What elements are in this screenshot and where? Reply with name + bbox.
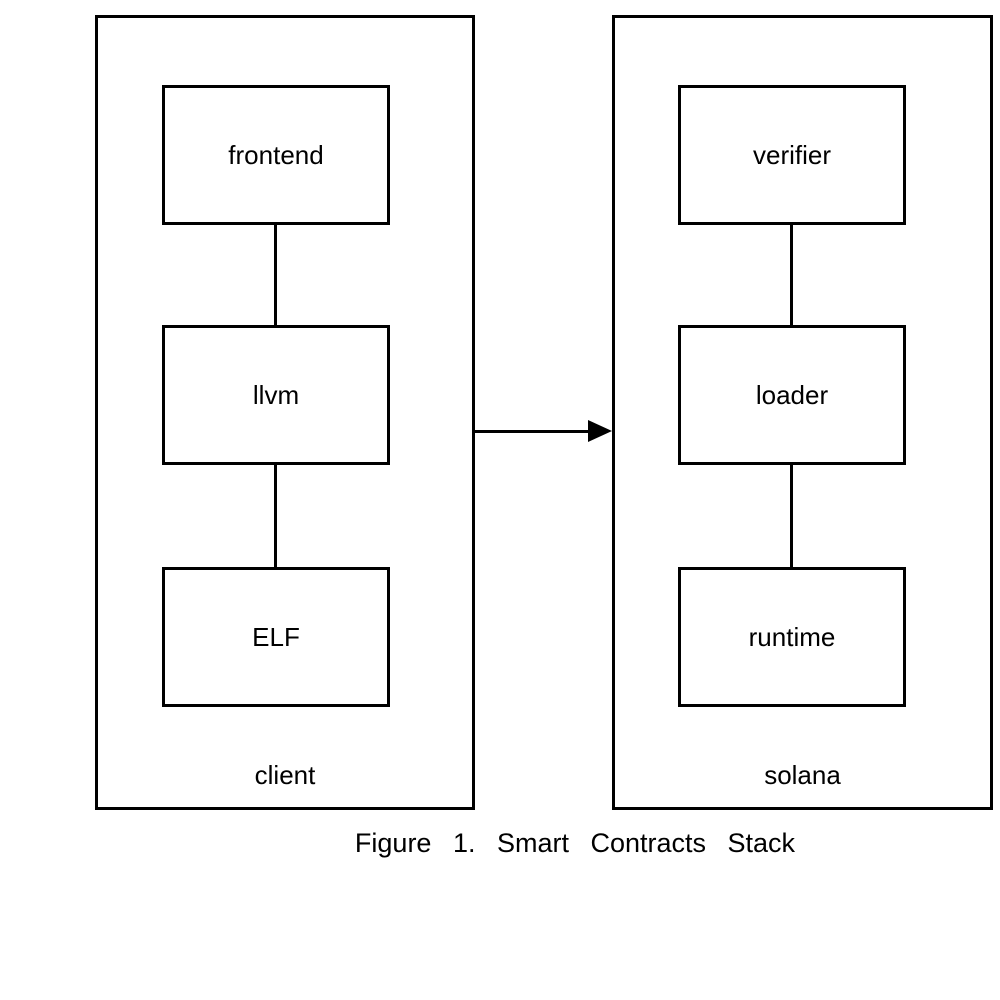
client-label: client <box>254 760 316 790</box>
connector-frontend-llvm <box>274 225 277 325</box>
box-verifier: verifier <box>678 85 906 225</box>
box-runtime-label: runtime <box>748 621 836 652</box>
box-verifier-label: verifier <box>752 139 831 170</box>
box-loader-label: loader <box>755 379 829 410</box>
box-loader: loader <box>678 325 906 465</box>
box-llvm-label: llvm <box>252 379 300 410</box>
client-container <box>95 15 475 810</box>
box-llvm: llvm <box>162 325 390 465</box>
box-runtime: runtime <box>678 567 906 707</box>
arrow-head-icon <box>588 420 612 442</box>
arrow-shaft <box>475 430 590 433</box>
box-elf: ELF <box>162 567 390 707</box>
figure-caption: Figure 1. Smart Contracts Stack <box>150 828 1000 859</box>
box-elf-label: ELF <box>252 621 300 652</box>
solana-container <box>612 15 993 810</box>
connector-llvm-elf <box>274 465 277 567</box>
box-frontend-label: frontend <box>228 139 324 170</box>
solana-label: solana <box>764 760 841 790</box>
figure-caption-text: Figure 1. Smart Contracts Stack <box>354 828 796 858</box>
box-frontend: frontend <box>162 85 390 225</box>
connector-loader-runtime <box>790 465 793 567</box>
connector-verifier-loader <box>790 225 793 325</box>
